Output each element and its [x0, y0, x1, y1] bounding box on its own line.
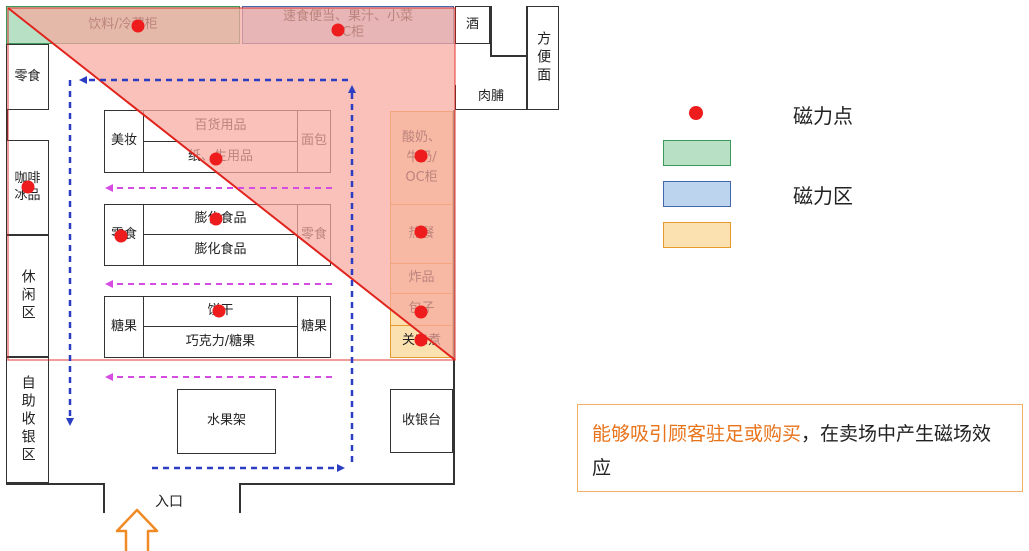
dairy-label-3: OC柜: [405, 170, 438, 185]
drinks-fridge: 饮料/冷藏柜: [6, 6, 240, 44]
magnetic-point-paper: [209, 152, 223, 166]
magnetic-point-oden: [414, 333, 428, 347]
wine-shelf: 酒: [455, 6, 490, 44]
magnetic-point-drinks: [131, 19, 145, 33]
legend-point-icon: [689, 106, 703, 120]
general-goods-label: 百货用品: [194, 117, 247, 133]
note-highlight: 能够吸引顾客驻足或购买: [592, 423, 802, 445]
self-checkout-label: 自助收银区: [19, 375, 36, 465]
instant-noodles-shelf: 方便面: [527, 6, 559, 110]
drinks-fridge-label: 饮料/冷藏柜: [88, 16, 158, 32]
legend-zone-label: 磁力区: [793, 184, 853, 208]
magnetic-point-hotmeal: [414, 225, 428, 239]
dairy-label-1: 酸奶、: [401, 130, 441, 145]
wall-bottom-right: [240, 483, 455, 485]
wall-right: [453, 110, 455, 484]
left-snacks-label: 零食: [14, 68, 41, 84]
entrance-label: 入口: [155, 494, 183, 510]
magnetic-point-fastfood: [331, 23, 345, 37]
checkout-label: 收银台: [401, 412, 441, 428]
left-snacks-shelf: 零食: [6, 44, 49, 110]
rest-area-label: 休闲区: [19, 269, 36, 323]
legend-green-swatch: [663, 140, 731, 166]
chocolate-candy-label: 巧克力/糖果: [185, 333, 256, 349]
candy-shelf-right: 糖果: [297, 296, 331, 358]
entrance-arrow: [115, 508, 159, 551]
snacks-shelf-right: 零食: [297, 204, 331, 266]
snacks-right-label: 零食: [300, 226, 327, 242]
meat-label: 肉脯: [477, 88, 504, 104]
cosmetics-shelf: 美妆: [104, 110, 144, 173]
magnetic-point-coffee: [21, 180, 35, 194]
magnetic-point-puffed: [209, 212, 223, 226]
fastfood-label-1: 速食便当、果汁、小菜: [282, 9, 413, 24]
note-rest: ，在卖场中产生磁场效应: [592, 423, 992, 479]
instant-noodles-label: 方便面: [535, 31, 552, 85]
puffed-food-bottom-label: 膨化食品: [194, 241, 247, 257]
wall-meat-corner: [490, 55, 528, 57]
legend-orange-swatch: [663, 222, 731, 248]
entrance-post-right: [239, 483, 241, 513]
bread-shelf: 面包: [297, 110, 331, 173]
fried-food-label: 炸品: [408, 270, 435, 286]
self-checkout-area: 自助收银区: [6, 357, 49, 483]
chocolate-candy-shelf: 巧克力/糖果: [143, 326, 298, 358]
fried-food-counter: 炸品: [390, 263, 453, 294]
wine-label: 酒: [465, 16, 479, 32]
puffed-food-shelf-bottom: 膨化食品: [143, 234, 298, 266]
magnetic-point-buns: [414, 305, 428, 319]
magnetic-point-biscuit: [212, 304, 226, 318]
magnetic-point-snacks: [114, 229, 128, 243]
entrance-post-left: [103, 483, 105, 513]
cosmetics-label: 美妆: [110, 133, 137, 149]
fastfood-oc-cabinet: 速食便当、果汁、小菜 OC柜: [242, 6, 454, 44]
fruit-rack-label: 水果架: [206, 413, 246, 429]
wall-meat-top: [490, 6, 492, 56]
candy-shelf-left: 糖果: [104, 296, 144, 358]
general-goods-shelf: 百货用品: [143, 110, 298, 142]
candy-left-label: 糖果: [110, 318, 137, 334]
magnetic-point-dairy: [414, 149, 428, 163]
legend-point-label: 磁力点: [793, 104, 853, 128]
checkout-counter: 收银台: [390, 389, 453, 453]
wall-bottom-left: [6, 483, 104, 485]
fruit-rack: 水果架: [177, 389, 276, 454]
definition-note: 能够吸引顾客驻足或购买，在卖场中产生磁场效应: [577, 404, 1023, 492]
meat-shelf: 肉脯: [455, 85, 527, 110]
rest-area: 休闲区: [6, 235, 49, 357]
candy-right-label: 糖果: [300, 318, 327, 334]
legend-blue-swatch: [663, 181, 731, 207]
bread-label: 面包: [300, 133, 327, 149]
